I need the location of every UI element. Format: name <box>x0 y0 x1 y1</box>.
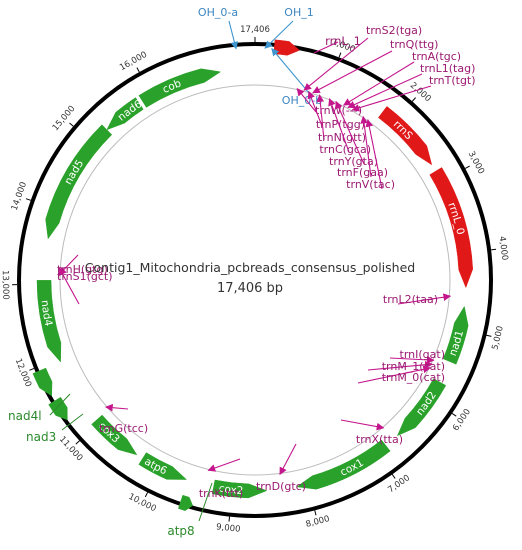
callout-label: trnQ(ttg) <box>390 38 438 51</box>
callout-label: trnT(tgt) <box>429 74 476 87</box>
tick-3000: 3,000 <box>464 150 486 176</box>
callout-trnt-tgt: trnT(tgt) <box>351 74 476 112</box>
feature-label-nad4l: nad4l <box>8 409 42 423</box>
callout-label: OH_1 <box>284 6 313 19</box>
callout-label: trnD(gtc) <box>256 480 306 493</box>
feature-atp8 <box>178 494 193 511</box>
callout-label: trnW(---) <box>315 104 362 117</box>
tick-5000: 5,000 <box>486 325 506 351</box>
feature-nad1: nad1 <box>442 305 469 365</box>
callout-label: trnP(tgg) <box>316 118 365 131</box>
feature-label-rrnl-1: rrnL_1 <box>325 34 361 48</box>
tick-label: 7,000 <box>386 473 412 495</box>
connector-nad4l <box>49 393 71 416</box>
feature-nad5: nad5 <box>45 124 113 240</box>
connector-rrnl-1 <box>313 41 339 54</box>
callout-trna-tgc: trnA(tgc) <box>342 50 461 106</box>
tick-label: 8,000 <box>305 514 331 530</box>
tick-label: 13,000 <box>0 270 10 300</box>
callout-trnw: trnW(---) <box>296 87 362 117</box>
callout-trnl1-tag: trnL1(tag) <box>347 62 475 109</box>
feature-nad4: nad4 <box>36 280 62 363</box>
callout-trnx-tta: trnX(tta) <box>340 419 403 446</box>
callout-label: trnM_0(cat) <box>382 371 445 384</box>
tick-12000: 12,000 <box>13 357 35 389</box>
feature-name-nad4: nad4 <box>38 300 54 328</box>
callout-trni-gat: trnI(gat) <box>389 348 445 364</box>
callout-label: trnV(tac) <box>346 178 395 191</box>
feature-nad6: nad6 <box>106 97 145 131</box>
tick-9000: 9,000 <box>216 516 241 535</box>
tick-6000: 6,000 <box>451 407 473 433</box>
callout-trnq-ttg: trnQ(ttg) <box>312 38 438 94</box>
tick-label: 4,000 <box>496 236 509 261</box>
feature-nad3 <box>48 396 68 421</box>
feature-cob: cob <box>138 68 222 108</box>
callout-label: trnH(gtg) <box>57 263 108 276</box>
callout-label: trnI(gat) <box>400 348 445 361</box>
callout-trnk-ttt: trnK(ttt) <box>199 458 243 500</box>
tick-label: 9,000 <box>216 522 241 535</box>
tick-label: 12,000 <box>13 357 33 388</box>
tick-0: 17,406 <box>240 25 270 42</box>
tick-label: 6,000 <box>451 407 473 433</box>
tick-4000: 4,000 <box>491 236 509 261</box>
callout-label: trnY(gta) <box>329 155 378 168</box>
callout-oh-0-b: OH_0-b <box>271 48 322 107</box>
callout-trny-gta: trnY(gta) <box>329 100 378 168</box>
tick-13000: 13,000 <box>0 270 18 300</box>
tick-14000: 14,000 <box>10 181 31 212</box>
feature-nad4l <box>32 367 53 397</box>
callout-layer: OH_0-a OH_1OH_0-b trnS2(tga)trnQ(ttg)trnA(… <box>57 6 476 500</box>
callout-trns2-tga: trnS2(tga) <box>303 24 422 91</box>
feature-layer: rrnSrrnL_0nad1nad2cox1cox2atp6cox3nad4na… <box>32 39 473 511</box>
inner-ring <box>59 84 451 476</box>
callout-label: trnK(ttt) <box>199 487 243 500</box>
callout-trng-tcc: trnG(tcc) <box>99 403 148 435</box>
callout-label: trnS1(gct) <box>57 270 113 283</box>
callout-trnf-gaa: trnF(gaa) <box>337 115 388 179</box>
callout-trnv-tac: trnV(tac) <box>346 119 395 191</box>
tick-7000: 7,000 <box>386 473 412 495</box>
feature-name-cox2: cox2 <box>218 482 244 497</box>
callout-label: OH_0-a <box>198 6 238 19</box>
tick-label: 10,000 <box>127 492 158 514</box>
feature-rrnl-1 <box>273 39 300 56</box>
callout-trnl2-taa: trnL2(taa) <box>383 293 452 306</box>
backbone-ring <box>17 42 493 518</box>
feature-cox2: cox2 <box>211 479 268 499</box>
tick-label: 14,000 <box>10 181 29 212</box>
callout-trnm-0-cat: trnM_0(cat) <box>357 365 445 384</box>
callout-label: trnA(tgc) <box>412 50 461 63</box>
callout-label: trnL2(taa) <box>383 293 438 306</box>
connector-nad3 <box>61 413 84 431</box>
tick-label: 5,000 <box>490 325 505 351</box>
callout-label: trnC(gca) <box>319 143 371 156</box>
feature-rrnl-0: rrnL_0 <box>429 167 473 289</box>
callout-oh-0-a: OH_0-a <box>198 6 239 50</box>
feature-label-atp8: atp8 <box>167 524 194 538</box>
callout-label: trnL1(tag) <box>420 62 475 75</box>
callout-label: trnX(tta) <box>356 433 403 446</box>
connector-atp8 <box>198 482 213 522</box>
tick-10000: 10,000 <box>127 492 158 514</box>
callout-trnc-gca: trnC(gca) <box>319 97 371 156</box>
genome-length: 17,406 bp <box>217 281 283 296</box>
callout-trns1-gct: trnS1(gct) <box>57 267 113 305</box>
tick-label: 3,000 <box>466 150 486 176</box>
callout-trnd-gtc: trnD(gtc) <box>256 443 306 493</box>
feature-label-nad3: nad3 <box>26 430 56 444</box>
callout-trnp-tgg: trnP(tgg) <box>307 90 365 131</box>
callout-label: trnF(gaa) <box>337 166 388 179</box>
callout-label: trnS2(tga) <box>366 24 422 37</box>
tick-8000: 8,000 <box>305 510 331 530</box>
map-title: Contig1_Mitochondria_pcbreads_consensus_… <box>85 260 415 275</box>
callout-label: trnG(tcc) <box>99 422 148 435</box>
tick-label: 17,406 <box>240 25 270 35</box>
callout-oh-1: OH_1 <box>264 6 314 49</box>
